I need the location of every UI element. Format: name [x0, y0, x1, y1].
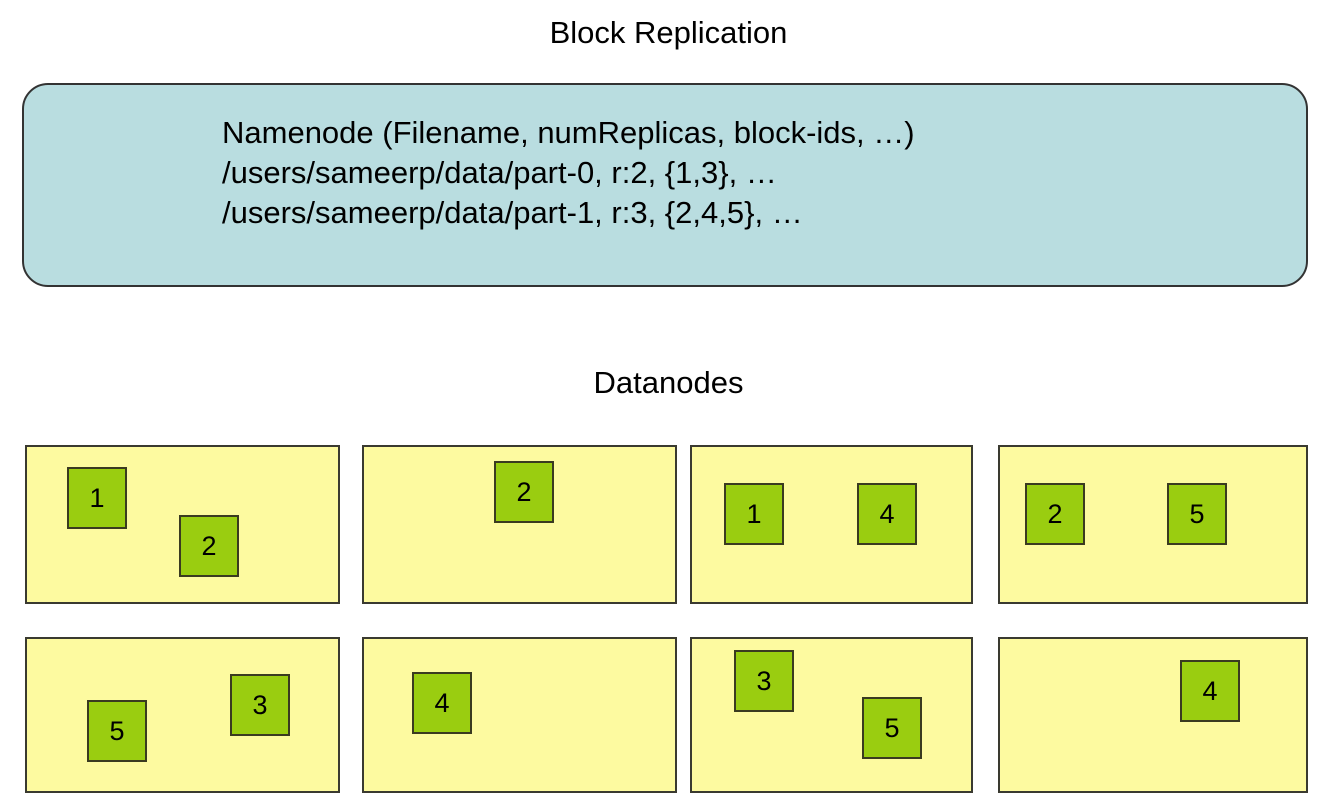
block-replica[interactable]: 1 — [724, 483, 784, 545]
block-id-label: 1 — [89, 482, 105, 513]
block-id-label: 5 — [884, 712, 900, 743]
block-replica[interactable]: 5 — [1167, 483, 1227, 545]
block-replica[interactable]: 2 — [1025, 483, 1085, 545]
block-id-label: 5 — [1189, 498, 1205, 529]
block-id-label: 4 — [434, 687, 450, 718]
block-replica[interactable]: 4 — [412, 672, 472, 734]
block-id-label: 4 — [879, 498, 895, 529]
block-replica[interactable]: 2 — [179, 515, 239, 577]
block-replica[interactable]: 4 — [857, 483, 917, 545]
datanode-8[interactable]: 4 — [998, 637, 1308, 793]
namenode-file-entry-part-0: /users/sameerp/data/part-0, r:2, {1,3}, … — [222, 155, 777, 190]
datanode-2[interactable]: 2 — [362, 445, 677, 604]
block-replica[interactable]: 2 — [494, 461, 554, 523]
namenode-box: Namenode (Filename, numReplicas, block-i… — [22, 83, 1308, 287]
block-replica[interactable]: 5 — [87, 700, 147, 762]
block-id-label: 2 — [1047, 498, 1063, 529]
block-id-label: 3 — [252, 689, 268, 720]
block-replica[interactable]: 4 — [1180, 660, 1240, 722]
block-id-label: 5 — [109, 715, 125, 746]
block-replica[interactable]: 3 — [230, 674, 290, 736]
block-replica[interactable]: 3 — [734, 650, 794, 712]
datanode-6[interactable]: 4 — [362, 637, 677, 793]
block-id-label: 2 — [201, 530, 217, 561]
datanodes-title: Datanodes — [593, 365, 744, 400]
namenode-file-entry-part-1: /users/sameerp/data/part-1, r:3, {2,4,5}… — [222, 195, 803, 230]
block-replica[interactable]: 5 — [862, 697, 922, 759]
block-id-label: 4 — [1202, 675, 1218, 706]
block-id-label: 2 — [516, 476, 532, 507]
namenode-schema-line: Namenode (Filename, numReplicas, block-i… — [222, 115, 915, 150]
block-id-label: 1 — [746, 498, 762, 529]
block-replica[interactable]: 1 — [67, 467, 127, 529]
namenode-metadata-text: Namenode (Filename, numReplicas, block-i… — [222, 113, 915, 233]
block-id-label: 3 — [756, 665, 772, 696]
page-title: Block Replication — [549, 15, 788, 50]
